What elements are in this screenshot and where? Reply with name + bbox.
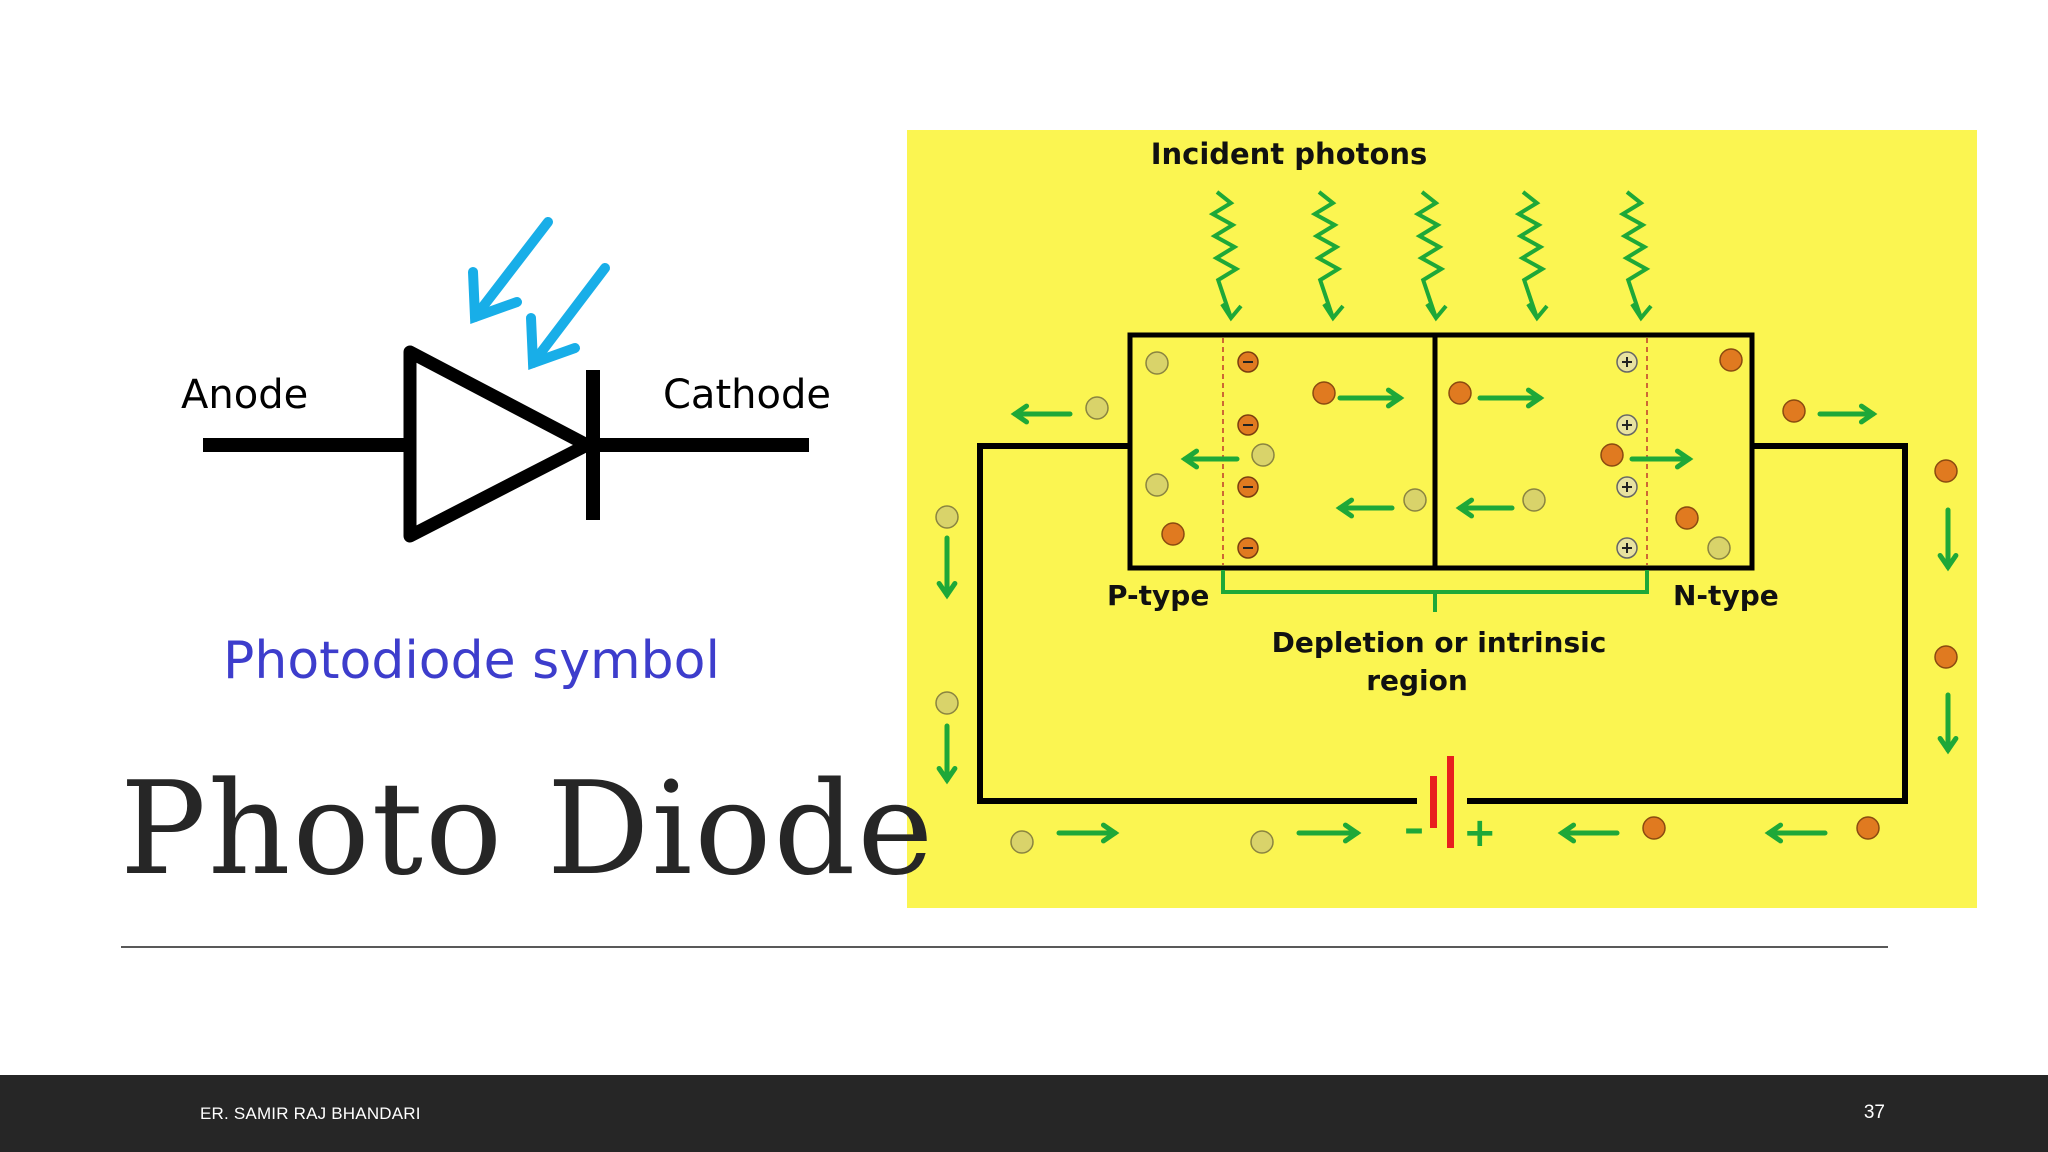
flow-arrow-icon: [1010, 403, 1073, 425]
hole-carrier-icon: [1707, 536, 1731, 560]
light-arrow-icon: [526, 263, 610, 370]
battery-plate-short: [1430, 776, 1437, 828]
depletion-label-line2: region: [1366, 664, 1468, 697]
flow-arrow-icon: [1937, 507, 1959, 572]
negative-ion-icon: [1237, 414, 1259, 436]
positive-ion-icon: [1616, 537, 1638, 559]
photon-wave-icon: [1514, 190, 1549, 322]
pn-junction-diagram: Incident photons – + P-type N-type Deple…: [907, 130, 1977, 908]
photon-waves: [1208, 190, 1653, 322]
light-arrow-icon: [468, 217, 553, 324]
charge-carriers: [935, 348, 1958, 854]
footer-author: ER. SAMIR RAJ BHANDARI: [200, 1104, 421, 1123]
positive-ion-icon: [1616, 476, 1638, 498]
slide-title: Photo Diode: [120, 755, 936, 904]
junction-block: [1127, 332, 1755, 571]
flow-arrow-icon: [1477, 387, 1545, 409]
hole-carrier-icon: [1085, 396, 1109, 420]
hole-carrier-icon: [1403, 488, 1427, 512]
negative-ion-icon: [1237, 476, 1259, 498]
slide: Anode Cathode Photodiode symbol Incident…: [120, 130, 1977, 948]
electron-carrier-icon: [1934, 645, 1958, 669]
hole-carrier-icon: [1251, 443, 1275, 467]
circuit-wire-left: [977, 443, 1417, 804]
hole-carrier-icon: [935, 691, 959, 715]
flow-arrow-icon: [1557, 822, 1620, 844]
title-underline: [121, 946, 1888, 948]
flow-arrow-icon: [1764, 822, 1828, 844]
footer-bar: [0, 1075, 2048, 1152]
circuit-wire-right: [1467, 443, 1908, 804]
ions: [1237, 351, 1638, 559]
flow-arrow-icon: [1455, 497, 1515, 519]
electron-carrier-icon: [1642, 816, 1666, 840]
anode-label: Anode: [181, 372, 308, 418]
depletion-label-line1: Depletion or intrinsic: [1272, 626, 1607, 659]
flow-arrow-icon: [1629, 448, 1694, 470]
electron-carrier-icon: [1600, 443, 1624, 467]
photon-wave-icon: [1310, 190, 1345, 322]
photodiode-symbol-svg: Anode Cathode Photodiode symbol: [181, 217, 831, 691]
electron-carrier-icon: [1856, 816, 1880, 840]
depletion-brace: [1221, 570, 1649, 612]
photon-wave-icon: [1413, 190, 1448, 322]
battery-plus-label: +: [1463, 810, 1497, 856]
photon-wave-icon: [1208, 190, 1243, 322]
flow-arrow-icon: [1337, 387, 1405, 409]
flow-arrow-icon: [1296, 822, 1362, 844]
photodiode-symbol-figure: Anode Cathode Photodiode symbol: [175, 200, 895, 720]
cathode-label: Cathode: [663, 372, 831, 418]
flow-arrow-icon: [1817, 403, 1878, 425]
hole-carrier-icon: [1250, 830, 1274, 854]
electron-carrier-icon: [1312, 381, 1336, 405]
negative-ion-icon: [1237, 537, 1259, 559]
flow-arrow-icon: [1937, 692, 1959, 755]
battery-plate-long: [1447, 756, 1454, 848]
flow-arrow-icon: [1335, 497, 1395, 519]
flow-arrow-icon: [936, 723, 958, 785]
negative-ion-icon: [1237, 351, 1259, 373]
hole-carrier-icon: [1010, 830, 1034, 854]
page-number: 37: [1863, 1102, 1885, 1123]
electron-carrier-icon: [1719, 348, 1743, 372]
hole-carrier-icon: [1145, 473, 1169, 497]
positive-ion-icon: [1616, 414, 1638, 436]
flow-arrow-icon: [936, 535, 958, 600]
hole-carrier-icon: [1522, 488, 1546, 512]
incident-photons-label: Incident photons: [1151, 137, 1428, 171]
flow-arrow-icon: [1180, 448, 1240, 470]
flow-arrows: [936, 387, 1959, 844]
p-type-label: P-type: [1107, 579, 1209, 612]
electron-carrier-icon: [1161, 522, 1185, 546]
pn-junction-svg: Incident photons – + P-type N-type Deple…: [907, 130, 1977, 908]
electron-carrier-icon: [1448, 381, 1472, 405]
flow-arrow-icon: [1056, 822, 1120, 844]
diagram-background: [907, 130, 1977, 908]
hole-carrier-icon: [1145, 351, 1169, 375]
electron-carrier-icon: [1934, 459, 1958, 483]
photon-wave-icon: [1618, 190, 1653, 322]
hole-carrier-icon: [935, 505, 959, 529]
battery-minus-label: –: [1404, 806, 1424, 852]
diode-triangle: [403, 345, 594, 543]
electron-carrier-icon: [1782, 399, 1806, 423]
n-type-label: N-type: [1673, 579, 1779, 612]
positive-ion-icon: [1616, 351, 1638, 373]
electron-carrier-icon: [1675, 506, 1699, 530]
symbol-caption: Photodiode symbol: [223, 631, 720, 691]
